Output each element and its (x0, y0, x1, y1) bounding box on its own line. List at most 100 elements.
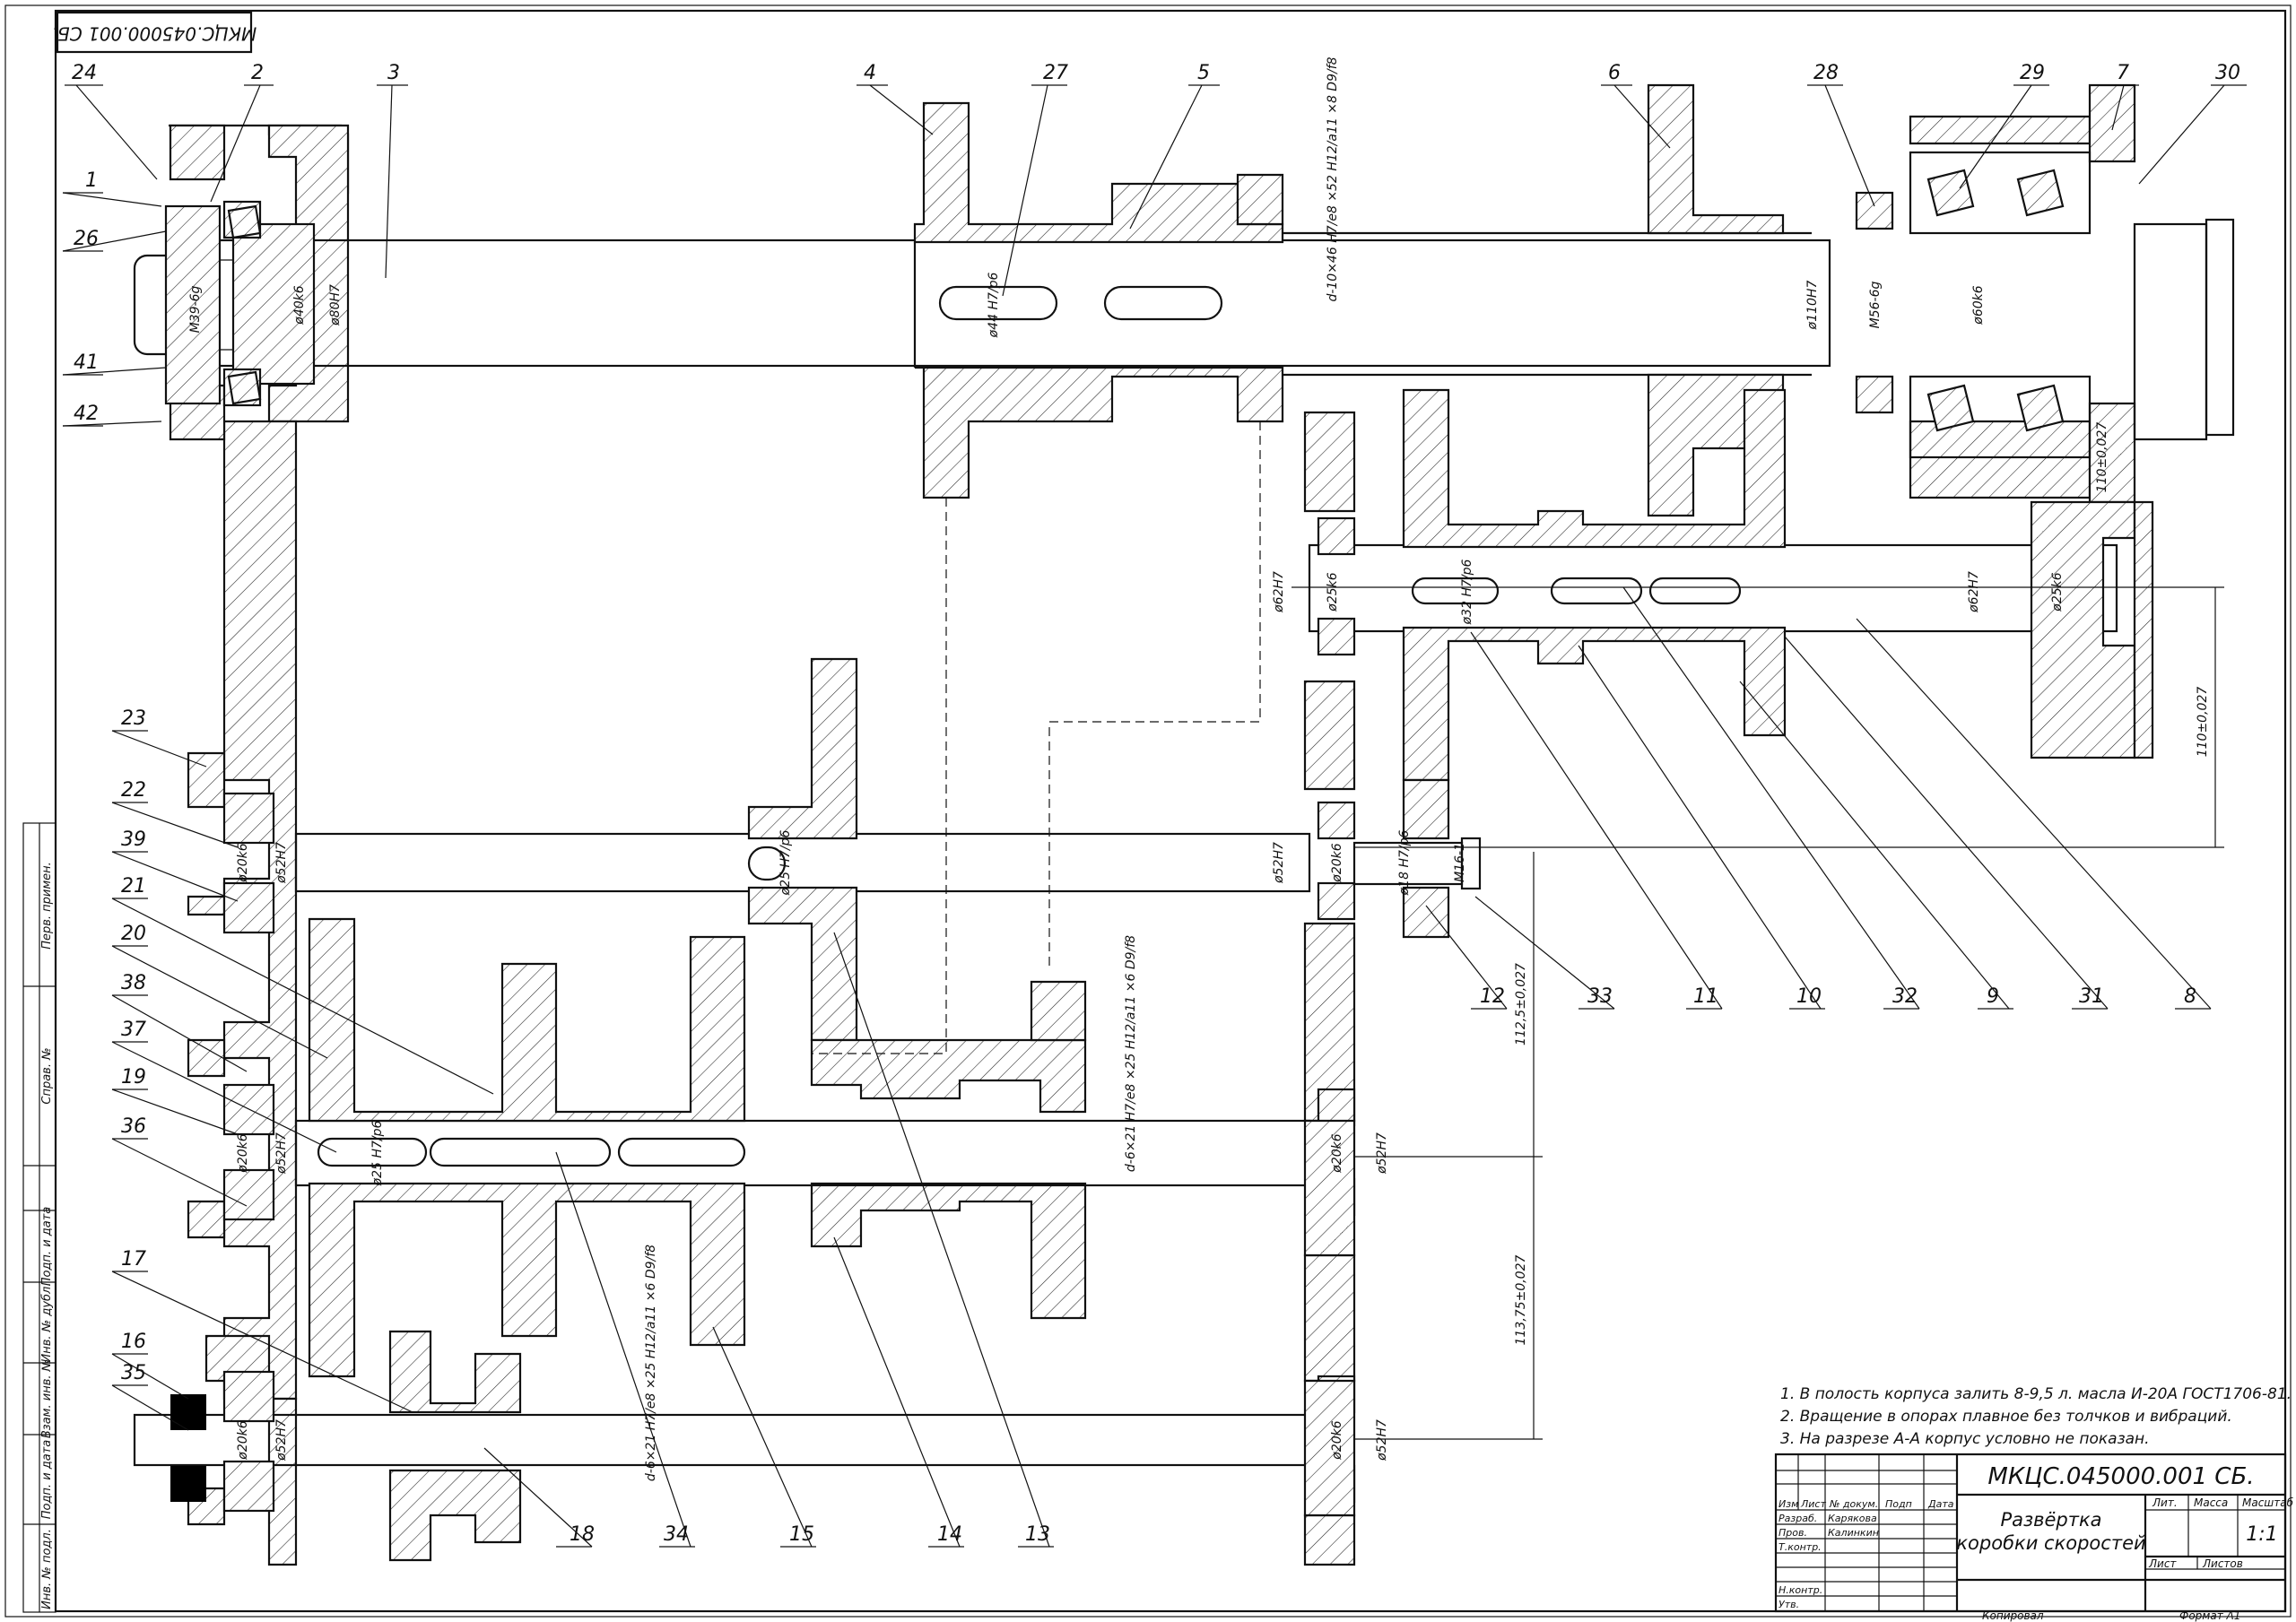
tb-col-date: Дата (1927, 1498, 1954, 1510)
tb-role-utv: Утв. (1779, 1599, 1799, 1610)
label-19: 19 (121, 1066, 146, 1089)
dim-d20k6b: ø20k6 (1330, 843, 1344, 882)
dim-key44: ø44 H7/p6 (987, 273, 1001, 339)
dim-spline2: d-6×21 H7/e8 ×25 H12/a11 ×6 D9/f8 (1124, 935, 1138, 1172)
bearing-left-top (222, 200, 262, 407)
dim-key25a: ø25 H7/p6 (778, 830, 793, 897)
label-27: 27 (1043, 62, 1068, 84)
label-34: 34 (664, 1523, 689, 1546)
note-3: 3. На разрезе А-А корпус условно не пока… (1780, 1430, 2150, 1448)
gear-13 (747, 657, 858, 1042)
bearing-29 (1909, 151, 2092, 459)
tb-name-line1: Развёртка (2000, 1509, 2101, 1531)
side-sprav-no: Справ. № (40, 1047, 54, 1104)
label-10: 10 (1796, 985, 1822, 1008)
gear-block-20-21-15 (308, 917, 746, 1378)
tb-scale-value: 1:1 (2246, 1523, 2277, 1546)
side-perv-primen: Перв. примен. (40, 862, 54, 950)
tb-col-izm: Изм (1779, 1498, 1798, 1510)
label-7: 7 (2117, 62, 2129, 84)
shaft-3 (133, 204, 1831, 405)
dim-d52H7f: ø52H7 (1375, 1419, 1389, 1462)
dimension-texts: M39-6g ø40k6 ø80H7 ø44 H7/p6 d-10×46 H7/… (188, 56, 2210, 1481)
housing-lower-wall (1303, 1119, 1356, 1517)
side-stamp: Перв. примен. Справ. № Подп. и дата Инв.… (22, 822, 57, 1613)
gear-12 (1402, 778, 1450, 939)
tb-role-razrab: Разраб. (1779, 1513, 1817, 1524)
label-6: 6 (1608, 62, 1621, 84)
tb-scale-label: Масштаб (2242, 1496, 2294, 1509)
gear-block-11-10 (1402, 388, 1787, 782)
copied-caption: Копировал (1982, 1609, 2044, 1622)
tb-person-razrab: Карякова (1828, 1513, 1877, 1524)
dim-key32: ø32 H7/p6 (1460, 559, 1474, 626)
title-block: МКЦС.045000.001 СБ. Развёртка коробки ск… (1774, 1453, 2294, 1613)
label-31: 31 (2079, 985, 2104, 1008)
label-30: 30 (2215, 62, 2240, 84)
dim-d113-75: 113,75±0,027 (1514, 1255, 1528, 1346)
shaft-18 (133, 1370, 1356, 1513)
tb-role-prov: Пров. (1779, 1527, 1807, 1539)
rotated-code-stamp: МКЦС.045000.001 СБ. (52, 11, 257, 54)
note-2: 2. Вращение в опорах плавное без толчков… (1780, 1408, 2232, 1426)
tb-sheet-label: Лист (2148, 1557, 2177, 1570)
drawing-frame (54, 9, 2287, 1613)
label-14: 14 (937, 1523, 962, 1546)
technical-notes: 1. В полость корпуса залить 8-9,5 л. мас… (1780, 1385, 2292, 1448)
label-17: 17 (121, 1248, 146, 1271)
label-23: 23 (121, 707, 146, 730)
dim-d110: 110±0,027 (2196, 687, 2210, 758)
gear-17 (388, 1330, 522, 1562)
dim-d80H7: ø80H7 (328, 284, 343, 326)
dim-d20k6c: ø20k6 (236, 1133, 250, 1173)
tb-person-prov: Калинкин (1828, 1527, 1879, 1539)
label-12: 12 (1480, 985, 1505, 1008)
dim-d110H7: ø110H7 (1805, 281, 1820, 331)
gear-4 (913, 101, 1284, 499)
tb-name-line2: коробки скоростей (1956, 1532, 2145, 1554)
side-podp-data-2: Подп. и дата (40, 1440, 54, 1520)
label-4: 4 (864, 62, 876, 84)
dim-d62H7a: ø62H7 (1272, 571, 1286, 613)
label-22: 22 (121, 779, 146, 802)
tb-lit-label: Лит. (2152, 1496, 2178, 1509)
label-1: 1 (85, 169, 98, 192)
tb-mass-label: Масса (2194, 1496, 2228, 1509)
rotated-code-text: МКЦС.045000.001 СБ. (52, 23, 257, 45)
dim-d20k6a: ø20k6 (236, 843, 250, 882)
tb-role-tkontr: Т.контр. (1779, 1541, 1822, 1553)
side-inv-podl: Инв. № подл. (40, 1529, 54, 1609)
dim-d110b: 110±0,027 (2095, 422, 2109, 493)
tb-col-list: Лист (1800, 1498, 1826, 1510)
dim-m16: M16-1 (1453, 843, 1467, 882)
dim-d60k6: ø60k6 (1971, 285, 1986, 325)
dimension-lines (1292, 586, 2224, 1440)
label-18: 18 (570, 1523, 595, 1546)
label-41: 41 (74, 351, 99, 374)
format-caption: Формат А1 (2179, 1609, 2240, 1622)
housing-middle-wall (1303, 411, 1356, 1566)
tb-designation: МКЦС.045000.001 СБ. (1987, 1463, 2254, 1490)
dim-key25b: ø25 H7/p6 (370, 1121, 385, 1187)
side-inv-dubl: Инв. № дубл. (40, 1283, 54, 1363)
tb-col-sign: Подп (1885, 1498, 1912, 1510)
dim-d52H7c: ø52H7 (274, 1132, 289, 1175)
label-37: 37 (121, 1019, 146, 1041)
part-labels: 24 2 3 4 27 5 6 28 29 7 30 1 26 41 42 23… (62, 62, 2247, 1548)
dim-d20k6f: ø20k6 (1330, 1420, 1344, 1460)
label-9: 9 (1987, 985, 1999, 1008)
label-36: 36 (121, 1115, 146, 1138)
label-3: 3 (387, 62, 400, 84)
side-vzam-inv: Взам. инв. № (40, 1359, 54, 1438)
label-39: 39 (121, 828, 146, 851)
note-1: 1. В полость корпуса залить 8-9,5 л. мас… (1780, 1385, 2292, 1403)
label-21: 21 (121, 875, 146, 898)
label-2: 2 (251, 62, 264, 84)
label-28: 28 (1813, 62, 1839, 84)
dim-m39: M39-6g (188, 286, 203, 334)
gear-14 (810, 980, 1087, 1320)
label-26: 26 (74, 228, 99, 250)
label-32: 32 (1892, 985, 1918, 1008)
section-dashes (812, 421, 1261, 1054)
